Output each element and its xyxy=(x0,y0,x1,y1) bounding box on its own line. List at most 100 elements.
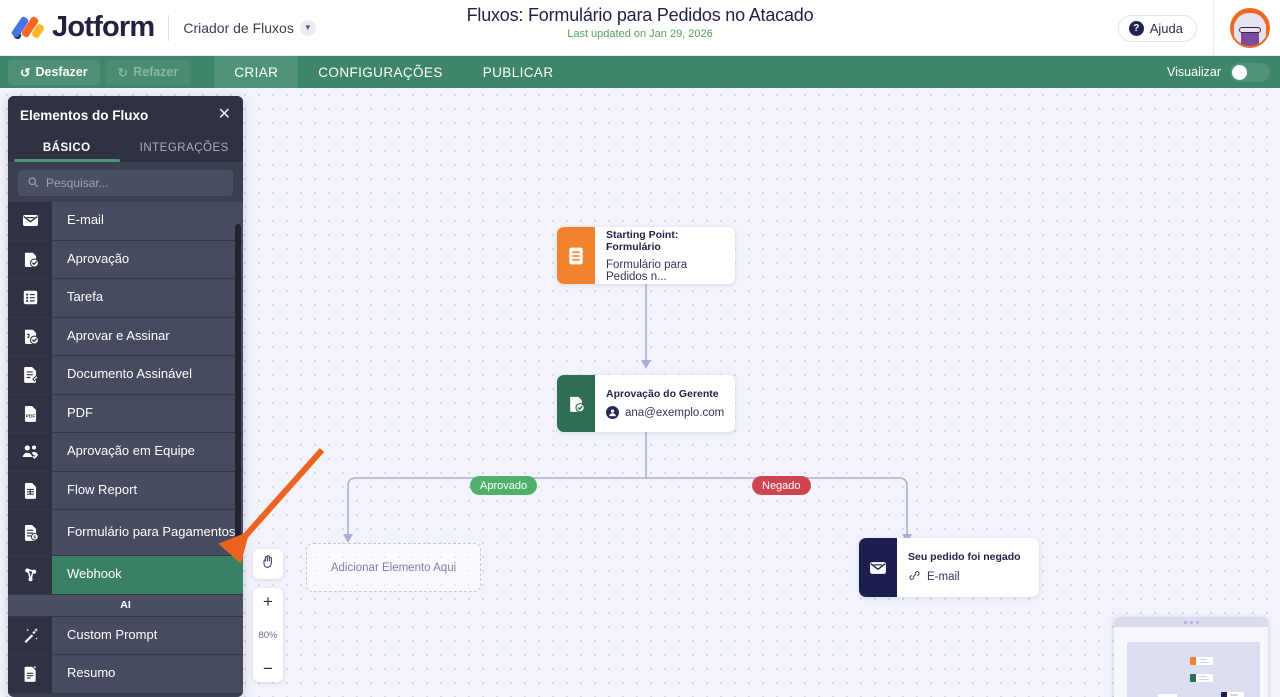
element-label: E-mail xyxy=(67,212,104,228)
tab-criar[interactable]: CRIAR xyxy=(214,56,299,88)
element-label: Formulário para Pagamentos xyxy=(67,524,236,540)
flow-connectors xyxy=(343,284,912,543)
minimap-viewport xyxy=(1127,642,1260,697)
node-title: Seu pedido foi negado xyxy=(908,550,1021,563)
panel-scrollbar[interactable] xyxy=(235,224,241,539)
element-item-resumo[interactable]: Resumo xyxy=(8,655,243,694)
builder-tabs: CRIAR CONFIGURAÇÕES PUBLICAR xyxy=(214,56,573,88)
element-item-documento-assinavel[interactable]: Documento Assinável xyxy=(8,356,243,395)
element-item-aprovar-e-assinar[interactable]: Aprovar e Assinar xyxy=(8,317,243,356)
link-icon xyxy=(908,569,921,585)
avatar-container[interactable] xyxy=(1213,0,1280,56)
webhook-icon xyxy=(8,556,52,594)
undo-button[interactable]: ↺ Desfazer xyxy=(8,59,100,85)
zoom-out-button[interactable]: − xyxy=(263,659,273,678)
task-list-icon xyxy=(8,279,52,317)
element-label: Aprovação em Equipe xyxy=(67,443,195,459)
elements-list[interactable]: E-mail Aprovação xyxy=(8,202,243,697)
panel-title: Elementos do Fluxo xyxy=(20,107,149,123)
element-label: PDF xyxy=(67,404,93,420)
branch-label-approved[interactable]: Aprovado xyxy=(470,476,538,495)
minimap-node-denied xyxy=(1221,692,1244,697)
close-icon[interactable]: ✕ xyxy=(217,106,231,123)
element-item-aprovacao-em-equipe[interactable]: Aprovação em Equipe xyxy=(8,433,243,472)
flow-report-icon xyxy=(8,471,52,509)
minimap-node-start xyxy=(1190,657,1213,665)
undo-label: Desfazer xyxy=(35,65,88,79)
element-label: Webhook xyxy=(67,566,122,582)
hand-pan-icon xyxy=(260,554,276,575)
node-subtitle-row: E-mail xyxy=(908,569,1021,585)
panel-tab-basico[interactable]: BÁSICO xyxy=(8,134,126,162)
element-label: Custom Prompt xyxy=(67,626,158,642)
minimap-node-placeholder xyxy=(1158,694,1177,697)
add-element-placeholder[interactable]: Adicionar Elemento Aqui xyxy=(306,543,481,592)
element-label: Flow Report xyxy=(67,481,138,497)
panel-search-wrap: Pesquisar... xyxy=(8,162,243,202)
top-bar-right: ? Ajuda xyxy=(1117,0,1280,56)
flow-canvas[interactable]: Starting Point: Formulário Formulário pa… xyxy=(0,88,1280,697)
element-label: Resumo xyxy=(67,665,116,681)
signable-document-icon xyxy=(8,356,52,394)
chevron-down-icon[interactable]: ▼ xyxy=(299,19,316,36)
flow-node-denied-email[interactable]: Seu pedido foi negado E-mail xyxy=(859,538,1039,597)
zoom-level-label: 80% xyxy=(258,629,278,641)
element-item-pdf[interactable]: PDF PDF xyxy=(8,394,243,433)
minimap-node-approval xyxy=(1190,674,1213,682)
node-channel-label: E-mail xyxy=(927,570,960,583)
element-item-email[interactable]: E-mail xyxy=(8,202,243,241)
product-name: Criador de Fluxos xyxy=(183,19,294,36)
zoom-in-button[interactable]: + xyxy=(263,592,273,611)
jotform-logo-icon xyxy=(10,14,46,42)
element-label: Aprovar e Assinar xyxy=(67,327,170,343)
tab-publicar[interactable]: PUBLICAR xyxy=(482,64,554,80)
history-controls: ↺ Desfazer ↻ Refazer xyxy=(0,56,191,88)
approval-check-icon xyxy=(557,375,595,432)
undo-arrow-icon: ↺ xyxy=(20,65,31,80)
minimap[interactable] xyxy=(1114,617,1268,697)
element-item-flow-report[interactable]: Flow Report xyxy=(8,471,243,510)
redo-arrow-icon: ↻ xyxy=(117,65,129,80)
node-title: Aprovação do Gerente xyxy=(606,388,719,400)
svg-text:$: $ xyxy=(33,535,36,541)
node-subtitle-row: ana@exemplo.com xyxy=(606,406,724,419)
summary-document-icon xyxy=(8,655,52,693)
element-item-tarefa[interactable]: Tarefa xyxy=(8,279,243,318)
branch-label-denied[interactable]: Negado xyxy=(752,476,811,495)
elements-panel: Elementos do Fluxo ✕ BÁSICO INTEGRAÇÕES … xyxy=(8,96,243,697)
redo-button[interactable]: ↻ Refazer xyxy=(105,59,191,85)
flow-node-starting-point[interactable]: Starting Point: Formulário Formulário pa… xyxy=(557,227,735,284)
preview-toggle[interactable] xyxy=(1230,62,1270,82)
svg-text:PDF: PDF xyxy=(25,413,35,419)
help-button[interactable]: ? Ajuda xyxy=(1117,14,1197,42)
brand-area[interactable]: Jotform Criador de Fluxos ▼ xyxy=(0,11,316,44)
help-label: Ajuda xyxy=(1149,20,1183,36)
element-item-formulario-para-pagamentos[interactable]: $ Formulário para Pagamentos xyxy=(8,510,243,556)
panel-header: Elementos do Fluxo ✕ xyxy=(8,96,243,134)
element-label: Documento Assinável xyxy=(67,366,193,382)
zoom-controls: + 80% − xyxy=(253,588,283,682)
question-circle-icon: ? xyxy=(1128,20,1144,36)
product-switcher[interactable]: Criador de Fluxos ▼ xyxy=(183,19,316,36)
brand-divider xyxy=(168,14,170,41)
element-item-custom-prompt[interactable]: Custom Prompt xyxy=(8,616,243,655)
preview-controls: Visualizar xyxy=(1167,56,1280,88)
tab-configuracoes[interactable]: CONFIGURAÇÕES xyxy=(318,64,443,80)
pan-tool-button[interactable] xyxy=(253,549,283,579)
approval-check-icon xyxy=(8,240,52,278)
search-input[interactable]: Pesquisar... xyxy=(18,170,233,196)
flow-node-approval[interactable]: Aprovação do Gerente ana@exemplo.com xyxy=(557,375,735,432)
payment-form-icon: $ xyxy=(8,510,52,555)
node-subtitle: Formulário para Pedidos n... xyxy=(606,258,688,283)
panel-tab-integracoes[interactable]: INTEGRAÇÕES xyxy=(139,142,229,154)
element-label: Tarefa xyxy=(67,289,104,305)
builder-nav-bar: ↺ Desfazer ↻ Refazer CRIAR CONFIGURAÇÕES… xyxy=(0,56,1280,88)
element-item-webhook[interactable]: Webhook xyxy=(8,556,243,595)
redo-label: Refazer xyxy=(133,65,179,79)
node-assignee-email: ana@exemplo.com xyxy=(625,406,725,419)
element-group-label-ai: AI xyxy=(8,594,243,617)
search-placeholder: Pesquisar... xyxy=(46,176,109,190)
element-item-aprovacao[interactable]: Aprovação xyxy=(8,240,243,279)
avatar[interactable] xyxy=(1230,8,1270,48)
